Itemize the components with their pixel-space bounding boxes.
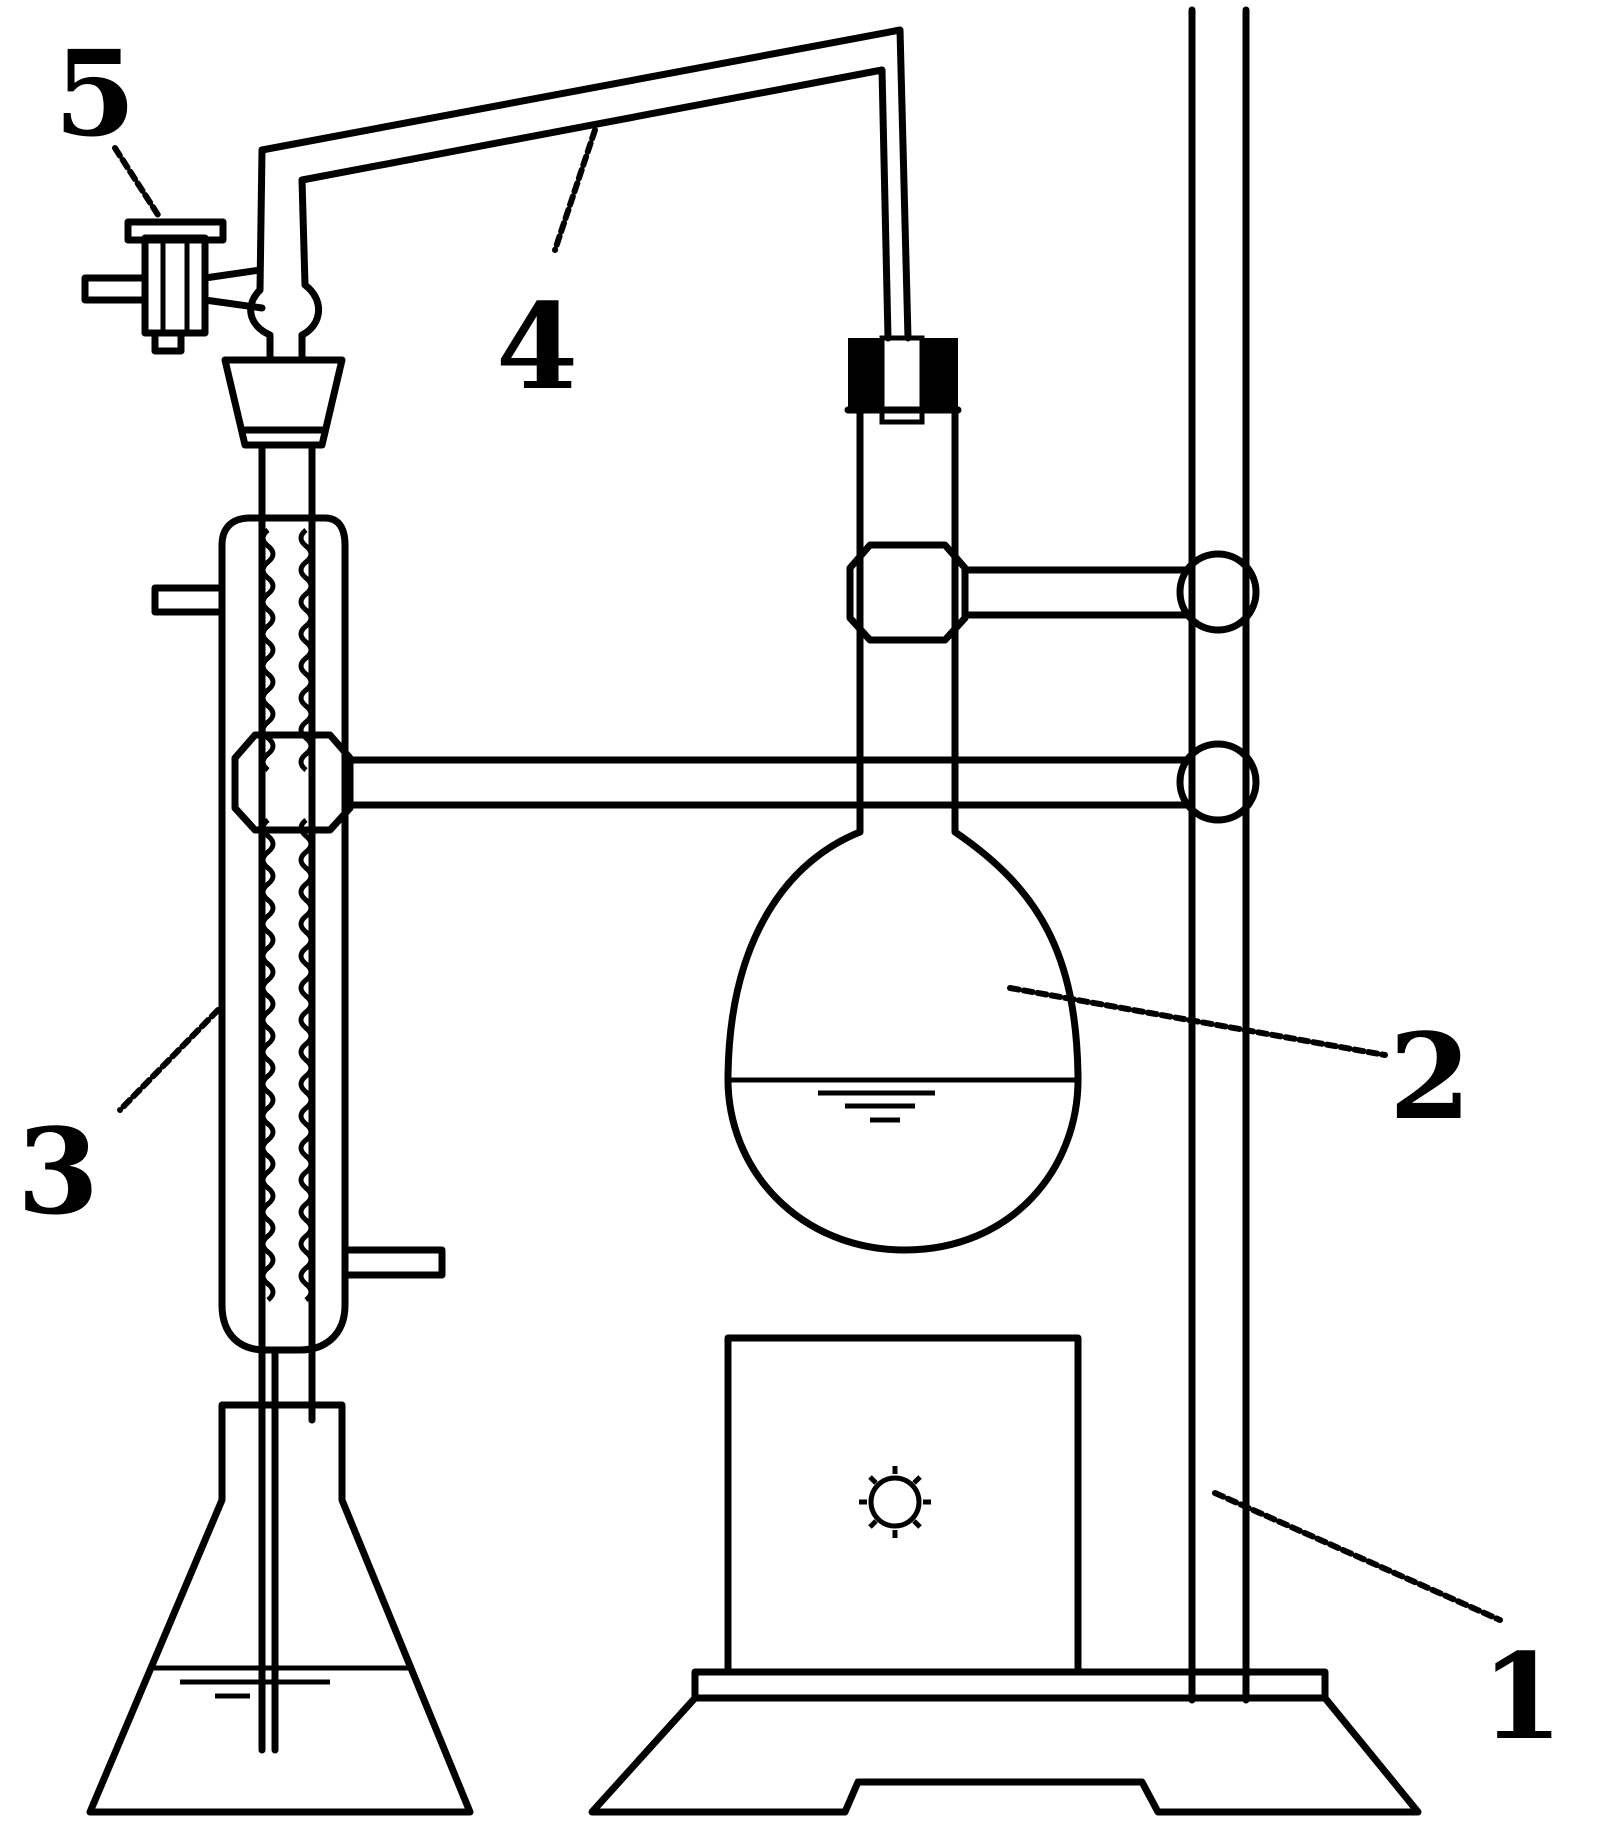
delivery-tube — [247, 26, 912, 364]
conical-flask — [86, 1401, 474, 1816]
callout-3: 3 — [17, 1102, 99, 1241]
callout-4: 4 — [496, 277, 578, 416]
upper-clamp — [846, 541, 1260, 644]
heater-box — [724, 1334, 1082, 1676]
lower-clamp — [341, 740, 1260, 824]
leader-lines — [112, 127, 1503, 1623]
condenser — [151, 451, 446, 1754]
round-bottom-flask — [724, 335, 1082, 1254]
stopcock — [81, 218, 266, 355]
callout-2: 2 — [1389, 1007, 1471, 1146]
retort-stand — [588, 6, 1422, 1816]
callout-5: 5 — [54, 24, 136, 163]
condenser-stopper — [221, 356, 346, 514]
callout-1: 1 — [1481, 1627, 1563, 1766]
